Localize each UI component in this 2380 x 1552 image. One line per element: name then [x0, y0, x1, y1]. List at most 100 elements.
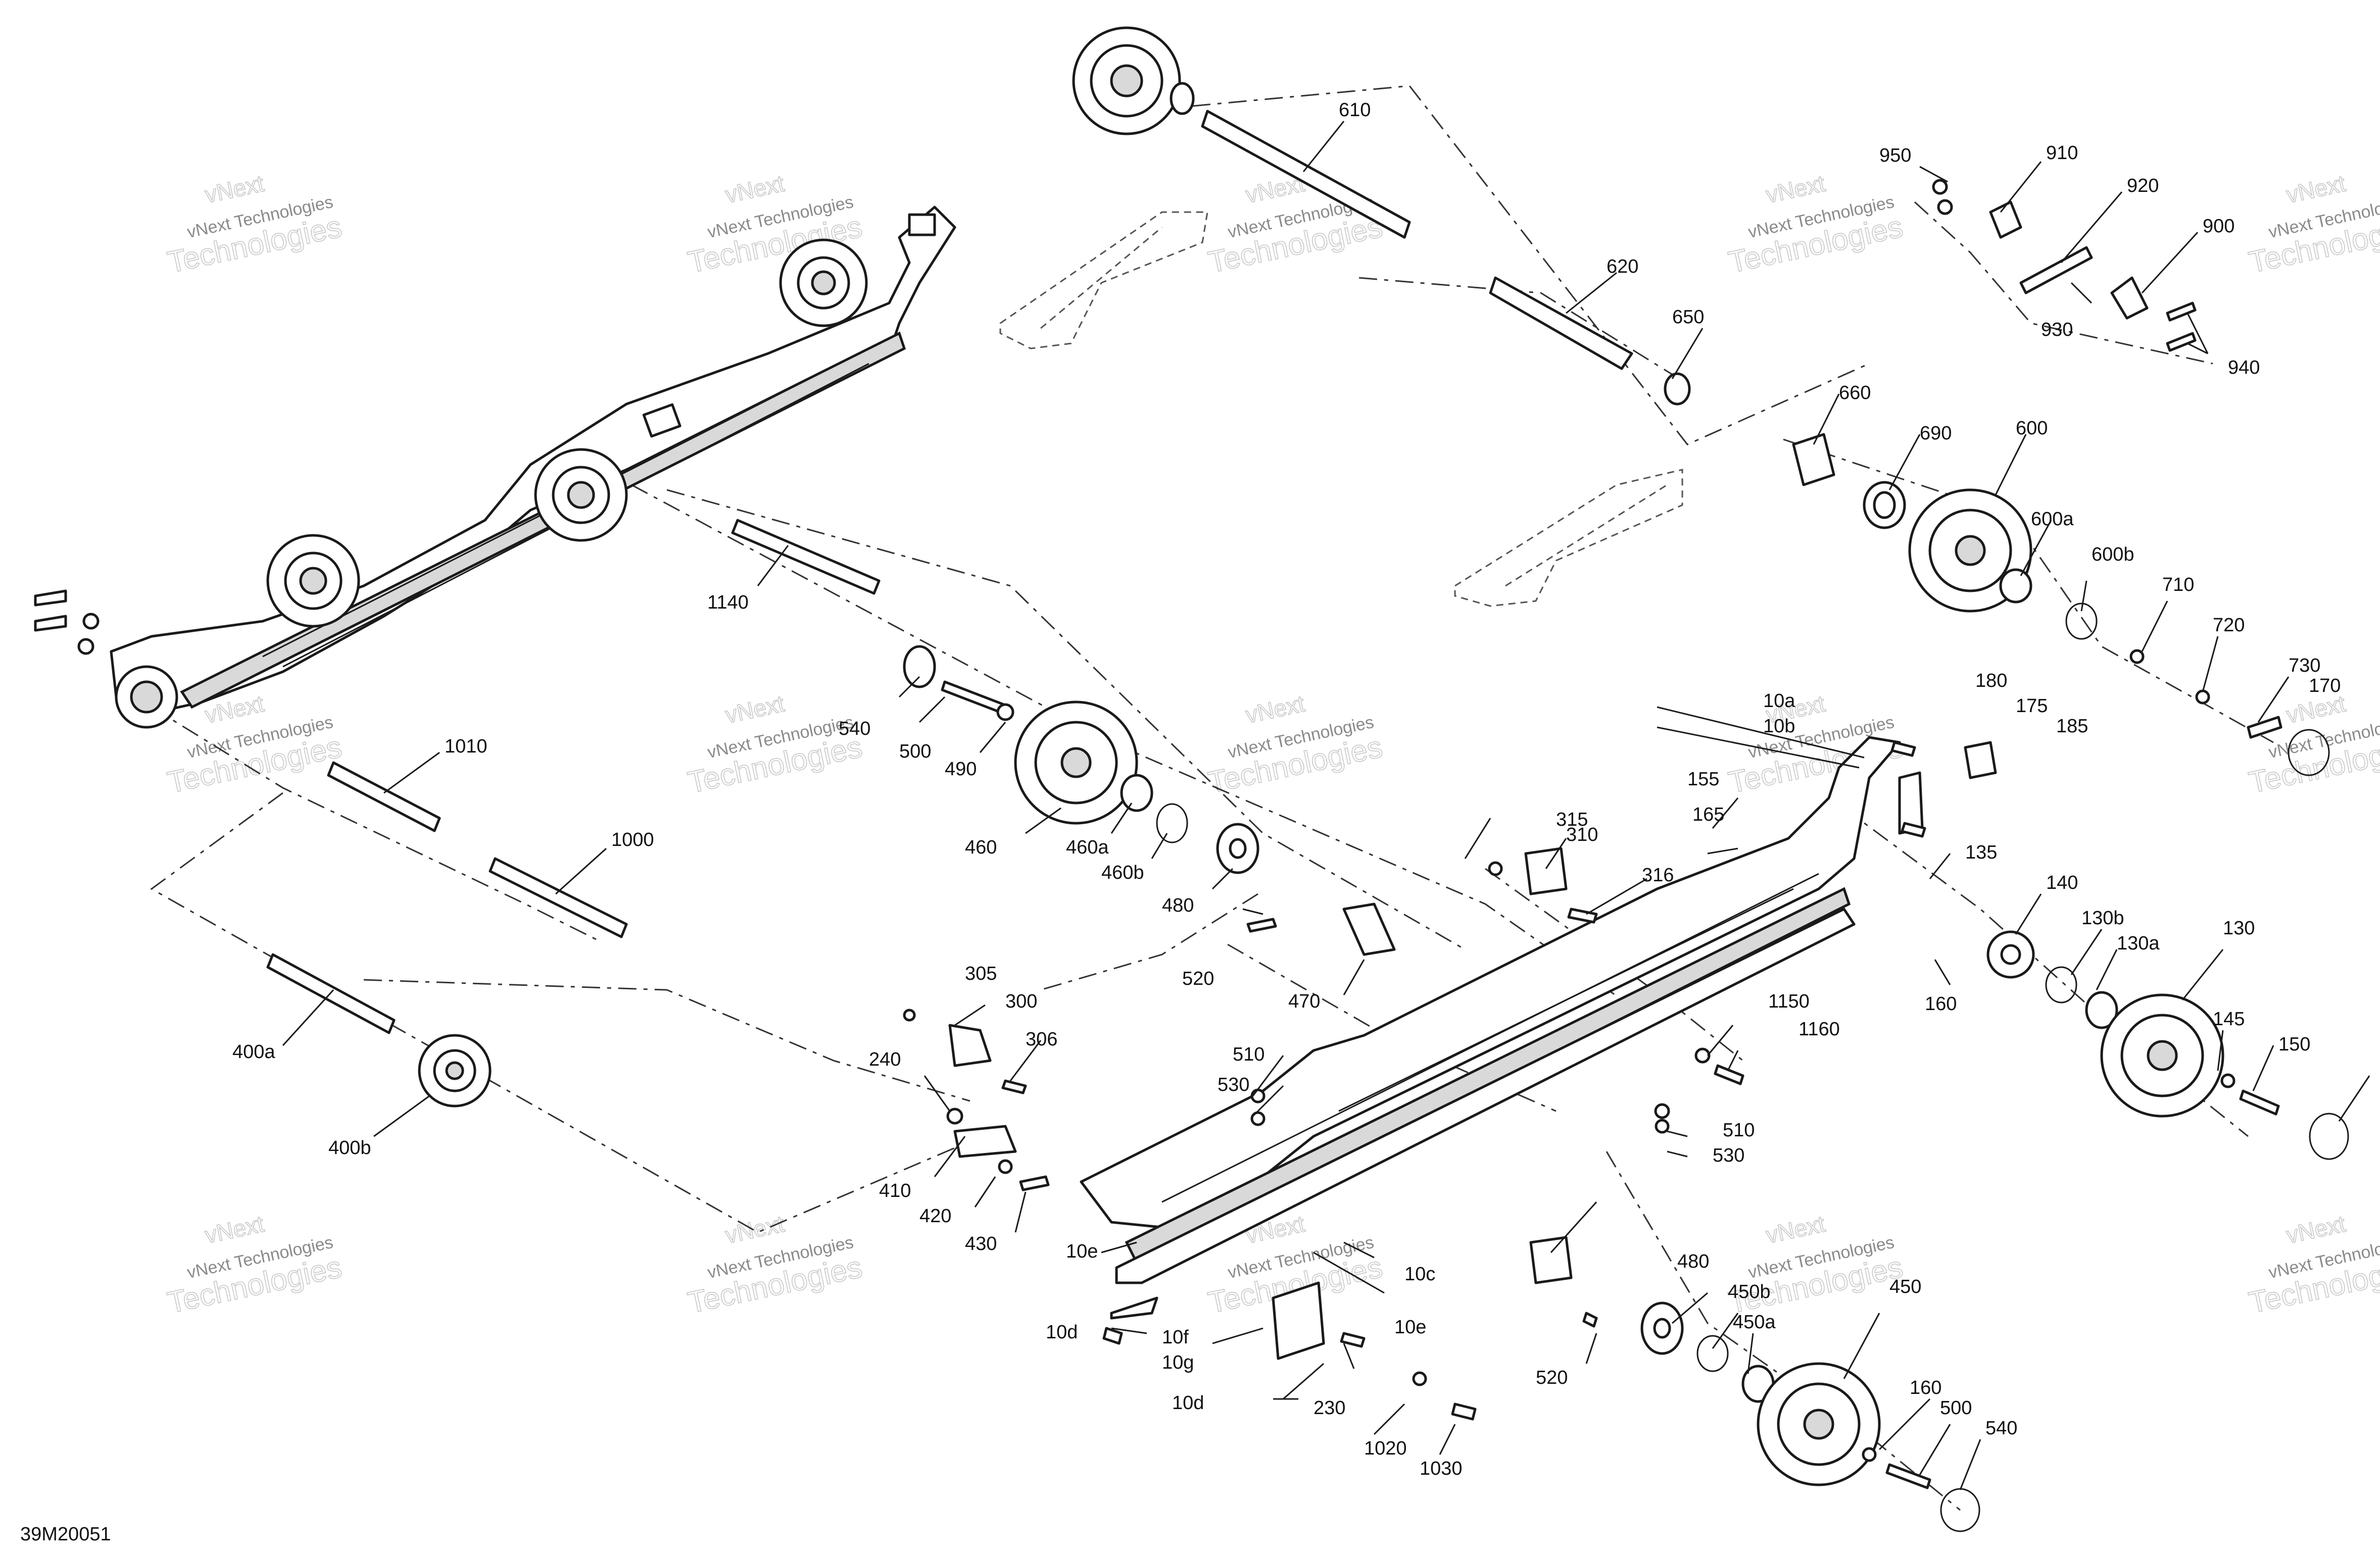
callout-label: 10d [1046, 1322, 1078, 1343]
callout-label: 1000 [611, 829, 654, 850]
callout-label: 710 [2162, 574, 2194, 595]
callout-label: 950 [1879, 145, 1911, 166]
callout-label: 490 [945, 759, 977, 780]
callout-label: 145 [2213, 1009, 2245, 1030]
callout-label: 520 [1536, 1367, 1568, 1388]
callout-label: 170 [2309, 675, 2341, 696]
reference-bracket-right [1454, 469, 1683, 607]
svg-text:vNext: vNext [2284, 1211, 2348, 1248]
callout-label: 450 [1889, 1276, 1921, 1297]
callout-label: 130 [2223, 918, 2255, 939]
reference-bracket-upper [999, 211, 1208, 349]
callout-label: 130a [2117, 933, 2160, 954]
callout-label: 470 [1288, 991, 1320, 1012]
top-axle-group [1072, 26, 1691, 406]
callout-label: 230 [1314, 1397, 1345, 1419]
callout-label: 10d [1172, 1392, 1204, 1414]
callout-label: 10c [1404, 1264, 1435, 1285]
svg-text:vNext: vNext [2284, 170, 2348, 208]
callout-label: 450a [1733, 1312, 1776, 1333]
callout-label: 10e [1066, 1241, 1098, 1262]
callout-label: 500 [1940, 1397, 1972, 1419]
callout-label: 900 [2203, 216, 2235, 237]
callout-label: 510 [1233, 1044, 1265, 1065]
left-axles-group [266, 761, 628, 1108]
callout-label: 460 [965, 837, 997, 858]
mid-small-parts [903, 847, 1744, 1328]
callout-label: 130b [2081, 908, 2124, 929]
callout-label: 1140 [707, 592, 749, 613]
svg-text:vNext: vNext [203, 1211, 266, 1248]
callout-label: 155 [1687, 769, 1719, 790]
callout-label: 135 [1965, 842, 1997, 863]
watermark: vNext vNext Technologies Technologies [2246, 170, 2380, 280]
callout-label: 500 [899, 741, 931, 762]
svg-text:vNext: vNext [723, 690, 787, 728]
leader-lines [282, 121, 2370, 1490]
callout-label: 10g [1162, 1352, 1194, 1373]
callout-label: 175 [2016, 695, 2048, 717]
callout-label: 730 [2289, 655, 2320, 676]
callout-label: 185 [2056, 716, 2088, 737]
upper-right-small-parts [1932, 179, 2197, 352]
callout-label: 1010 [445, 736, 488, 757]
right-lower-wheel-group [1890, 741, 2349, 1160]
callout-label: 600b [2092, 544, 2134, 565]
callout-label: 300 [1005, 991, 1037, 1012]
svg-text:vNext: vNext [1764, 170, 1827, 208]
callout-label: 400b [328, 1137, 371, 1159]
callout-label: 540 [839, 718, 870, 739]
callout-label: 540 [1985, 1418, 2017, 1439]
watermark: vNext vNext Technologies Technologies [685, 690, 865, 800]
callout-label: 160 [1910, 1377, 1941, 1398]
main-lower-rail [1080, 736, 1901, 1284]
callout-label: 600a [2031, 509, 2074, 530]
callout-label: 306 [1026, 1029, 1057, 1050]
watermark: vNext vNext Technologies Technologies [2246, 690, 2380, 800]
svg-text:vNext: vNext [203, 170, 266, 208]
callout-label: 920 [2127, 175, 2159, 196]
left-fasteners [34, 589, 100, 655]
callout-label: 460b [1101, 862, 1144, 883]
callout-label: 450b [1728, 1281, 1771, 1303]
callout-label: 430 [965, 1233, 997, 1255]
svg-text:vNext: vNext [723, 1211, 787, 1248]
callout-label: 530 [1218, 1074, 1249, 1095]
watermark: vNext vNext Technologies Technologies [1205, 690, 1386, 800]
callout-label: 410 [879, 1180, 911, 1201]
callout-label: 480 [1162, 895, 1194, 916]
callout-label: 240 [869, 1049, 901, 1070]
callout-label: 10f [1162, 1327, 1189, 1348]
callout-label: 910 [2046, 142, 2078, 164]
callout-label: 650 [1672, 307, 1704, 328]
callout-label: 1150 [1768, 991, 1810, 1012]
callout-label: 530 [1713, 1145, 1744, 1166]
callout-label: 10a [1763, 690, 1795, 712]
watermark: vNext vNext Technologies Technologies [2246, 1210, 2380, 1320]
callout-label: 1030 [1420, 1458, 1463, 1479]
callout-label: 310 [1566, 824, 1598, 845]
callout-label: 180 [1975, 670, 2007, 691]
callout-label: 400a [232, 1041, 275, 1063]
drawing-reference-number: 39M20051 [20, 1524, 111, 1545]
watermark: vNext vNext Technologies Technologies [164, 1210, 345, 1320]
callout-label: 1160 [1799, 1019, 1840, 1040]
bottom-wheel-group [1640, 1301, 1980, 1532]
svg-text:vNext: vNext [723, 170, 787, 208]
callout-label: 1020 [1364, 1438, 1407, 1459]
svg-text:vNext: vNext [1764, 1211, 1827, 1248]
callout-label: 316 [1642, 865, 1674, 886]
right-idler-group [1792, 433, 2330, 776]
callout-label: 720 [2213, 615, 2245, 636]
callout-label: 940 [2228, 357, 2260, 378]
callout-label: 420 [919, 1206, 951, 1227]
callout-label: 520 [1182, 968, 1214, 989]
callout-label: 315 [1556, 809, 1588, 830]
callout-label: 10b [1763, 716, 1795, 737]
callout-label: 930 [2041, 319, 2073, 340]
callout-label: 10e [1394, 1317, 1426, 1338]
callout-labels: 610 620 650 950 910 920 930 900 940 660 … [232, 99, 2341, 1479]
callout-label: 140 [2046, 872, 2078, 893]
callout-label: 160 [1925, 993, 1957, 1015]
